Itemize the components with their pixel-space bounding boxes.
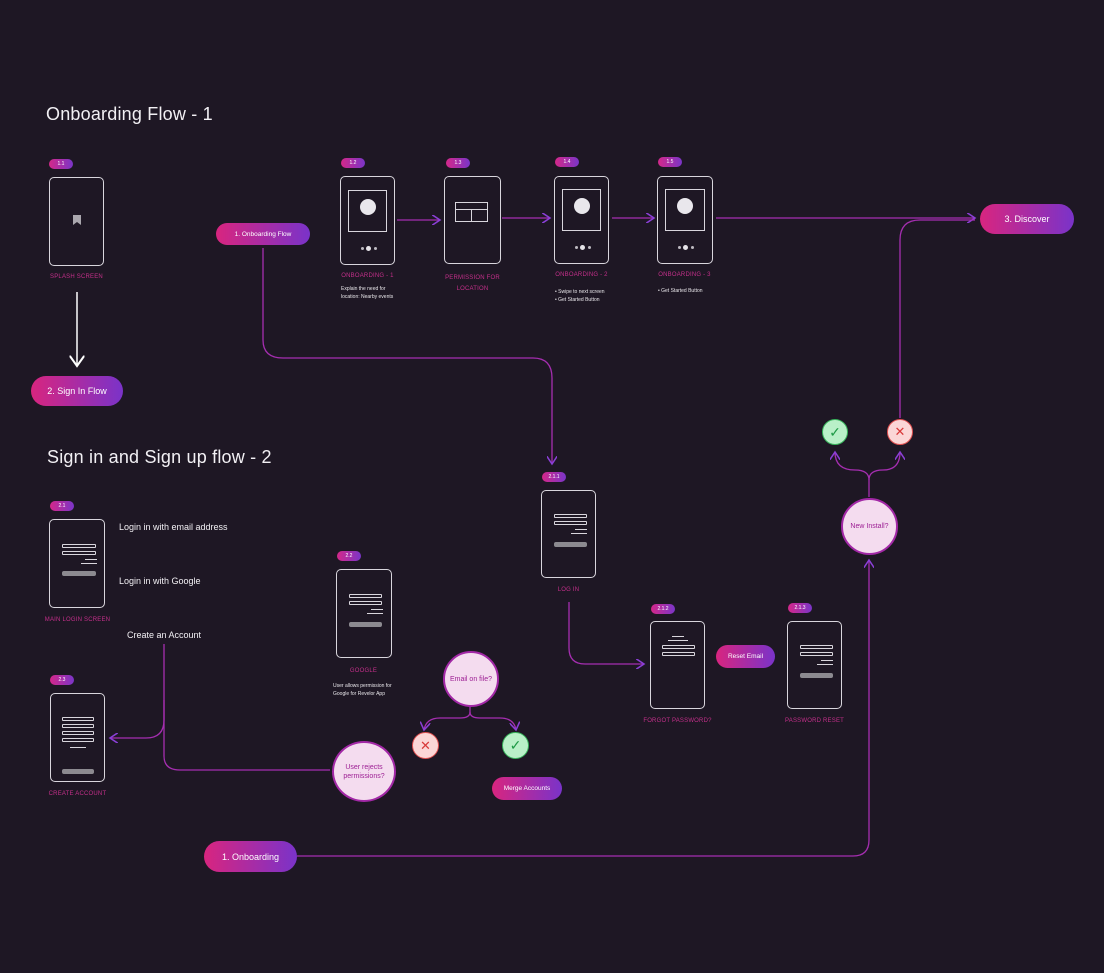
- cross-icon: ✕: [412, 732, 439, 759]
- forgot-password-phone[interactable]: [650, 621, 705, 709]
- image-circle: [677, 198, 693, 214]
- screen-tag-2-2: 2.2: [337, 551, 361, 561]
- onboarding-3-bullets: • Get Started Button: [658, 288, 703, 294]
- onboarding-2-phone[interactable]: [554, 176, 609, 264]
- screen-tag-1-2: 1.2: [341, 158, 365, 168]
- google-phone[interactable]: [336, 569, 392, 658]
- image-circle: [574, 198, 590, 214]
- password-reset-caption: PASSWORD RESET: [784, 718, 845, 724]
- check-icon: ✓: [822, 419, 848, 445]
- screen-tag-2-1-1: 2.1.1: [542, 472, 566, 482]
- screen-tag-1-3: 1.3: [446, 158, 470, 168]
- image-placeholder: [665, 189, 705, 231]
- onboarding-3-caption: ONBOARDING - 3: [658, 272, 711, 278]
- sign-in-flow-pill[interactable]: 2. Sign In Flow: [31, 376, 123, 406]
- merge-accounts-pill[interactable]: Merge Accounts: [492, 777, 562, 800]
- onboarding-flow-pill[interactable]: 1. Onboarding Flow: [216, 223, 310, 245]
- reset-email-pill[interactable]: Reset Email: [716, 645, 775, 668]
- splash-screen-caption: SPLASH SCREEN: [50, 274, 103, 280]
- onboarding-section-title: Onboarding Flow - 1: [46, 104, 213, 124]
- screen-tag-1-5: 1.5: [658, 157, 682, 167]
- log-in-caption: LOG IN: [557, 587, 580, 593]
- onboarding-1-caption: ONBOARDING - 1: [341, 273, 394, 279]
- onboarding-2-caption: ONBOARDING - 2: [555, 272, 608, 278]
- onboarding-2-bullets: • Swipe to next screen• Get Started Butt…: [555, 289, 605, 303]
- create-account-phone[interactable]: [50, 693, 105, 782]
- email-on-file-decision: Email on file?: [443, 651, 499, 707]
- signin-section-title: Sign in and Sign up flow - 2: [47, 447, 272, 467]
- screen-tag-1-4: 1.4: [555, 157, 579, 167]
- check-icon: ✓: [502, 732, 529, 759]
- screen-tag-2-1-2: 2.1.2: [651, 604, 675, 614]
- screen-tag-2-3: 2.3: [50, 675, 74, 685]
- password-reset-phone[interactable]: [787, 621, 842, 709]
- cross-icon: ✕: [887, 419, 913, 445]
- bookmark-icon: [73, 215, 81, 225]
- onboarding-1-phone[interactable]: [340, 176, 395, 265]
- google-caption: GOOGLE: [349, 668, 378, 674]
- screen-tag-2-1: 2.1: [50, 501, 74, 511]
- login-google-label: Login in with Google: [119, 576, 201, 586]
- login-email-label: Login in with email address: [119, 522, 228, 532]
- forgot-password-caption: FORGOT PASSWORD?: [643, 718, 712, 724]
- image-circle: [360, 199, 376, 215]
- discover-pill[interactable]: 3. Discover: [980, 204, 1074, 234]
- main-login-caption: MAIN LOGIN SCREEN: [44, 617, 111, 623]
- onboarding-3-phone[interactable]: [657, 176, 713, 264]
- splash-screen-phone[interactable]: [49, 177, 104, 266]
- log-in-phone[interactable]: [541, 490, 596, 578]
- image-placeholder: [348, 190, 387, 232]
- image-placeholder: [562, 189, 601, 231]
- user-rejects-decision: User rejects permissions?: [332, 741, 396, 802]
- create-account-caption: CREATE ACCOUNT: [48, 791, 107, 797]
- main-login-phone[interactable]: [49, 519, 105, 608]
- screen-tag-2-1-3: 2.1.3: [788, 603, 812, 613]
- screen-tag-1-1: 1.1: [49, 159, 73, 169]
- new-install-decision: New Install?: [841, 498, 898, 555]
- onboarding-pill[interactable]: 1. Onboarding: [204, 841, 297, 872]
- permission-phone[interactable]: [444, 176, 501, 264]
- dialog-box: [455, 202, 488, 222]
- create-account-label: Create an Account: [127, 630, 202, 640]
